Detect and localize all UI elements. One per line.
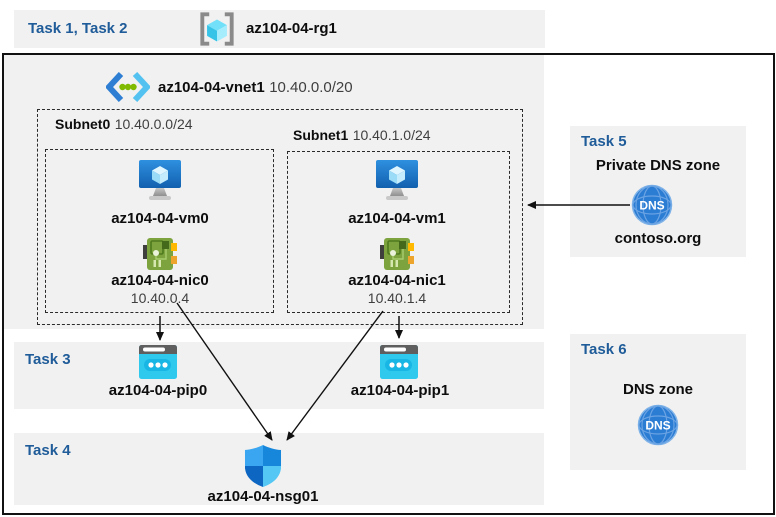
task5-label: Task 5: [581, 133, 627, 150]
nsg-label: az104-04-nsg01: [207, 488, 319, 505]
vm1-label: az104-04-vm1: [348, 210, 446, 227]
vnet-name: az104-04-vnet1: [158, 79, 265, 96]
pip0-label: az104-04-pip0: [108, 382, 208, 399]
task4-label: Task 4: [25, 442, 71, 459]
resource-group-name: az104-04-rg1: [246, 20, 337, 37]
subnet1-title: Subnet1 10.40.1.0/24: [293, 127, 431, 145]
nic1-ip: 10.40.1.4: [367, 290, 427, 306]
dns-globe-icon: DNS: [631, 184, 673, 226]
task6-box: Task 6 DNS zone DNS: [570, 334, 746, 470]
task3-label: Task 3: [25, 351, 71, 368]
subnet1-name: Subnet1: [293, 127, 349, 143]
public-ip-icon: [139, 345, 177, 379]
pip1-label: az104-04-pip1: [350, 382, 450, 399]
dns-globe-icon: DNS: [637, 404, 679, 446]
subnets-group-box: [37, 109, 523, 325]
resource-group-icon: [198, 11, 236, 47]
task6-label: Task 6: [581, 341, 627, 358]
nsg-shield-icon: [244, 445, 282, 487]
subnet1-box: [287, 151, 510, 313]
vnet-panel: [4, 55, 544, 329]
public-ip-icon: [380, 345, 418, 379]
vnet-title: az104-04-vnet1 10.40.0.0/20: [158, 79, 353, 97]
nic0-ip: 10.40.0.4: [130, 290, 190, 306]
diagram-border: [2, 53, 775, 515]
vm0-label: az104-04-vm0: [111, 210, 209, 227]
task3-band: Task 3: [14, 342, 544, 409]
subnet0-title: Subnet0 10.40.0.0/24: [55, 116, 193, 134]
private-dns-zone-name: contoso.org: [614, 230, 702, 247]
dns-zone-title: DNS zone: [622, 381, 693, 398]
virtual-network-icon: [106, 72, 150, 102]
virtual-machine-icon: [137, 158, 183, 202]
task5-box: Task 5 Private DNS zone DNS contoso.org: [570, 126, 746, 257]
nic0-label: az104-04-nic0: [111, 272, 209, 289]
vnet-cidr: 10.40.0.0/20: [269, 79, 353, 96]
network-interface-icon: [380, 236, 414, 272]
virtual-machine-icon: [374, 158, 420, 202]
dns-icon-text: DNS: [639, 199, 664, 213]
subnet0-name: Subnet0: [55, 116, 111, 132]
subnet1-cidr: 10.40.1.0/24: [352, 127, 431, 143]
task12-band: Task 1, Task 2 az104-04-rg1: [14, 10, 545, 48]
network-interface-icon: [143, 236, 177, 272]
nic1-label: az104-04-nic1: [348, 272, 446, 289]
subnet0-cidr: 10.40.0.0/24: [114, 116, 193, 132]
dns-icon-text: DNS: [645, 419, 670, 433]
private-dns-zone-title: Private DNS zone: [595, 157, 721, 174]
task12-label: Task 1, Task 2: [28, 20, 128, 37]
subnet0-box: [45, 149, 274, 313]
